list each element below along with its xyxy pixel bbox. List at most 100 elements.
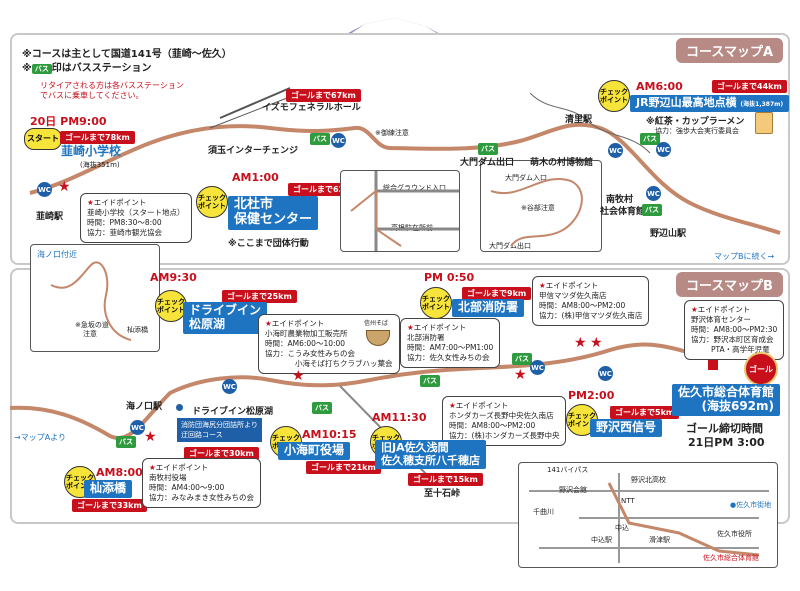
hokuto-note: ※ここまで団体行動	[228, 239, 309, 249]
koumi-location: 小海町役場	[278, 442, 351, 460]
aid-point-hokubu: ★エイドポイント 北部消防署 時間：AM7:00〜PM1:00 協力：佐久女性み…	[400, 318, 501, 368]
city-hall: 佐久市役所	[717, 530, 752, 538]
soba-label: 信州そば	[364, 320, 389, 327]
aid-star-b1: ★	[144, 429, 157, 445]
wc-icon-a3: WC	[608, 143, 623, 158]
city-nozawa-hall: 野沢会館	[559, 486, 587, 494]
sharp-curve-note: ※御練注意	[375, 129, 409, 137]
to-map-b: マップBに続く→	[714, 252, 775, 261]
nobeyama-name: JR野辺山最高地点横	[636, 96, 737, 109]
aid-star-icon: ★	[149, 463, 156, 472]
inset-daimon: 大門ダム入口 ※谷部注意 大門ダム出口	[480, 160, 602, 252]
asama-name-1: 旧JA佐久浅間	[381, 441, 449, 454]
nobeyama-location: JR野辺山最高地点横 (海抜1,387m)	[630, 95, 790, 112]
aid-point-minamimaki: ★エイドポイント 南牧村役場 時間：AM4:00〜9:00 協力：みなみまき女性…	[142, 458, 261, 508]
drivein-label: ドライブイン松原湖	[192, 407, 274, 417]
moenoki-museum: 萌木の村博物館	[530, 158, 594, 168]
asama-goal-distance: ゴールまで15km	[408, 473, 483, 486]
bus-icon-a3: バス	[640, 133, 660, 145]
nobeyama-check-badge: チェック ポイント	[598, 80, 630, 112]
matsubara-check-badge: チェック ポイント	[155, 290, 187, 322]
aid-kouho-l3: 協力：(株)甲信マツダ佐久南店	[539, 311, 643, 320]
aid-minamimaki-title: エイドポイント	[155, 463, 209, 472]
start-goal-distance: ゴールまで78km	[60, 131, 135, 144]
start-time: 20日 PM9:00	[30, 115, 107, 128]
aid-minamimaki-l2: 時間：AM4:00〜9:00	[149, 483, 225, 492]
hokuto-time: AM1:00	[232, 171, 279, 184]
nobeyama-goal-distance: ゴールまで44km	[712, 80, 787, 93]
inset-daimon-c: 大門ダム出口	[489, 242, 531, 250]
inset-daimon-a: 大門ダム入口	[505, 174, 547, 182]
route-a	[29, 87, 781, 235]
aid-hokubu-l2: 時間：AM7:00〜PM1:00	[407, 343, 494, 352]
hokubu-name: 北部消防署	[458, 300, 519, 314]
hokubu-check-badge: チェック ポイント	[420, 287, 452, 319]
aid-hokubu-l3: 協力：佐久女性みちの会	[407, 353, 490, 362]
aid-start-l2: 時間：PM8:30〜8:00	[87, 218, 162, 227]
aid-kouho-title: エイドポイント	[545, 281, 599, 290]
aid-star-b2: ★	[292, 368, 305, 384]
aid-nozawa-l2: 時間：AM8:00〜PM2:30	[691, 325, 778, 334]
aid-star-b4: ★	[574, 335, 587, 351]
nobeyama-alt: (海抜1,387m)	[740, 101, 784, 108]
start-altitude: (海抜351m)	[80, 161, 120, 169]
bus-icon-a4: バス	[642, 204, 662, 216]
nirasaki-station: 韮崎駅	[36, 212, 64, 222]
aid-point-nozawa: ★エイドポイント 野沢体育センター 時間：AM8:00〜PM2:30 協力：野沢…	[684, 300, 785, 360]
aid-star-icon: ★	[539, 281, 546, 290]
aid-start-l3: 協力：韮崎市観光協会	[87, 228, 162, 237]
aid-start-l1: 韮崎小学校（スタート地点）	[87, 208, 185, 217]
wc-icon-b3: WC	[530, 360, 545, 375]
goal-close-label: ゴール締切時間	[686, 422, 763, 435]
header-note-2: ※バス印はバスステーション	[22, 59, 152, 74]
city-title: ●佐久市街地	[730, 501, 772, 509]
cup-noodle-icon	[755, 112, 773, 134]
nobeyama-aid-1: ※紅茶・カップラーメン	[646, 117, 745, 127]
wc-icon-b2: WC	[130, 420, 145, 435]
izumo-hall: イズモフェネラルホール	[262, 103, 361, 113]
aid-star-icon: ★	[449, 401, 456, 410]
nobeyama-aid-2: 協力：強歩大会実行委員会	[655, 127, 739, 135]
hokuto-check-badge: チェック ポイント	[196, 186, 228, 218]
inset-uminokuchi: 海ノ口付近 ※急坂の道 注意 杣添橋	[30, 244, 160, 352]
wc-icon-start: WC	[37, 182, 52, 197]
start-location: 韮崎小学校	[55, 143, 127, 161]
aid-koumi-title: エイドポイント	[271, 319, 325, 328]
hokuto-name-1: 北杜市	[234, 197, 274, 212]
city-nakagomi-st: 中込駅	[591, 536, 612, 544]
somazoe-check-badge: チェック ポイント	[64, 466, 96, 498]
aid-nozawa-l3: 協力：野沢本町区育成会	[691, 335, 774, 344]
retire-note: リタイアされる方は各バスステーション	[40, 81, 184, 90]
aid-koumi-l2: 時間：AM6:00〜10:00	[265, 339, 346, 348]
from-map-a: →マップAより	[14, 433, 67, 442]
wc-icon-a2: WC	[656, 142, 671, 157]
nozawa-location: 野沢西信号	[590, 419, 663, 437]
inset-umi-road	[50, 261, 132, 341]
goal-alt: (海抜692m)	[701, 398, 775, 413]
inset-umi-bridge: 杣添橋	[127, 326, 148, 334]
koumi-name: 小海町役場	[284, 443, 345, 457]
somazoe-goal-distance: ゴールまで33km	[72, 499, 147, 512]
hokubu-location: 北部消防署	[452, 299, 525, 317]
aid-koumi-l4: 小海そば打ちクラブハッ葉会	[295, 359, 393, 368]
goal-marker	[708, 360, 718, 370]
aid-point-start: ★エイドポイント 韮崎小学校（スタート地点） 時間：PM8:30〜8:00 協力…	[80, 193, 192, 243]
goal-close-time: 21日PM 3:00	[688, 436, 765, 449]
aid-star-icon: ★	[265, 319, 272, 328]
city-river: 千曲川	[533, 508, 554, 516]
wc-icon-a1: WC	[331, 133, 346, 148]
aid-koumi-l3: 協力：こうみ女性みちの会	[265, 349, 355, 358]
detour-box: 消防団海尻分団詰所より 迂回路コース	[177, 418, 262, 442]
bus-icon-b4: バス	[420, 375, 440, 387]
somazoe-location: 杣添橋	[84, 480, 133, 498]
city-nozawa-hs: 野沢北高校	[631, 476, 666, 484]
nobeyama-station: 野辺山駅	[650, 229, 687, 239]
matsubara-location: ドライブイン 松原湖	[183, 302, 268, 334]
kiyosato-station: 清里駅	[565, 115, 593, 125]
aid-nozawa-l4: PTA・高学年児童	[711, 345, 770, 354]
goal-67km: ゴールまで67km	[286, 89, 361, 102]
inset-umi-note: ※急坂の道	[75, 321, 109, 329]
header-note-1: ※コースは主として国道141号（韮崎〜佐久）	[22, 49, 232, 60]
nozawa-goal-distance: ゴールまで5km	[610, 406, 680, 419]
sutama-ic: 須玉インターチェンジ	[208, 146, 299, 156]
